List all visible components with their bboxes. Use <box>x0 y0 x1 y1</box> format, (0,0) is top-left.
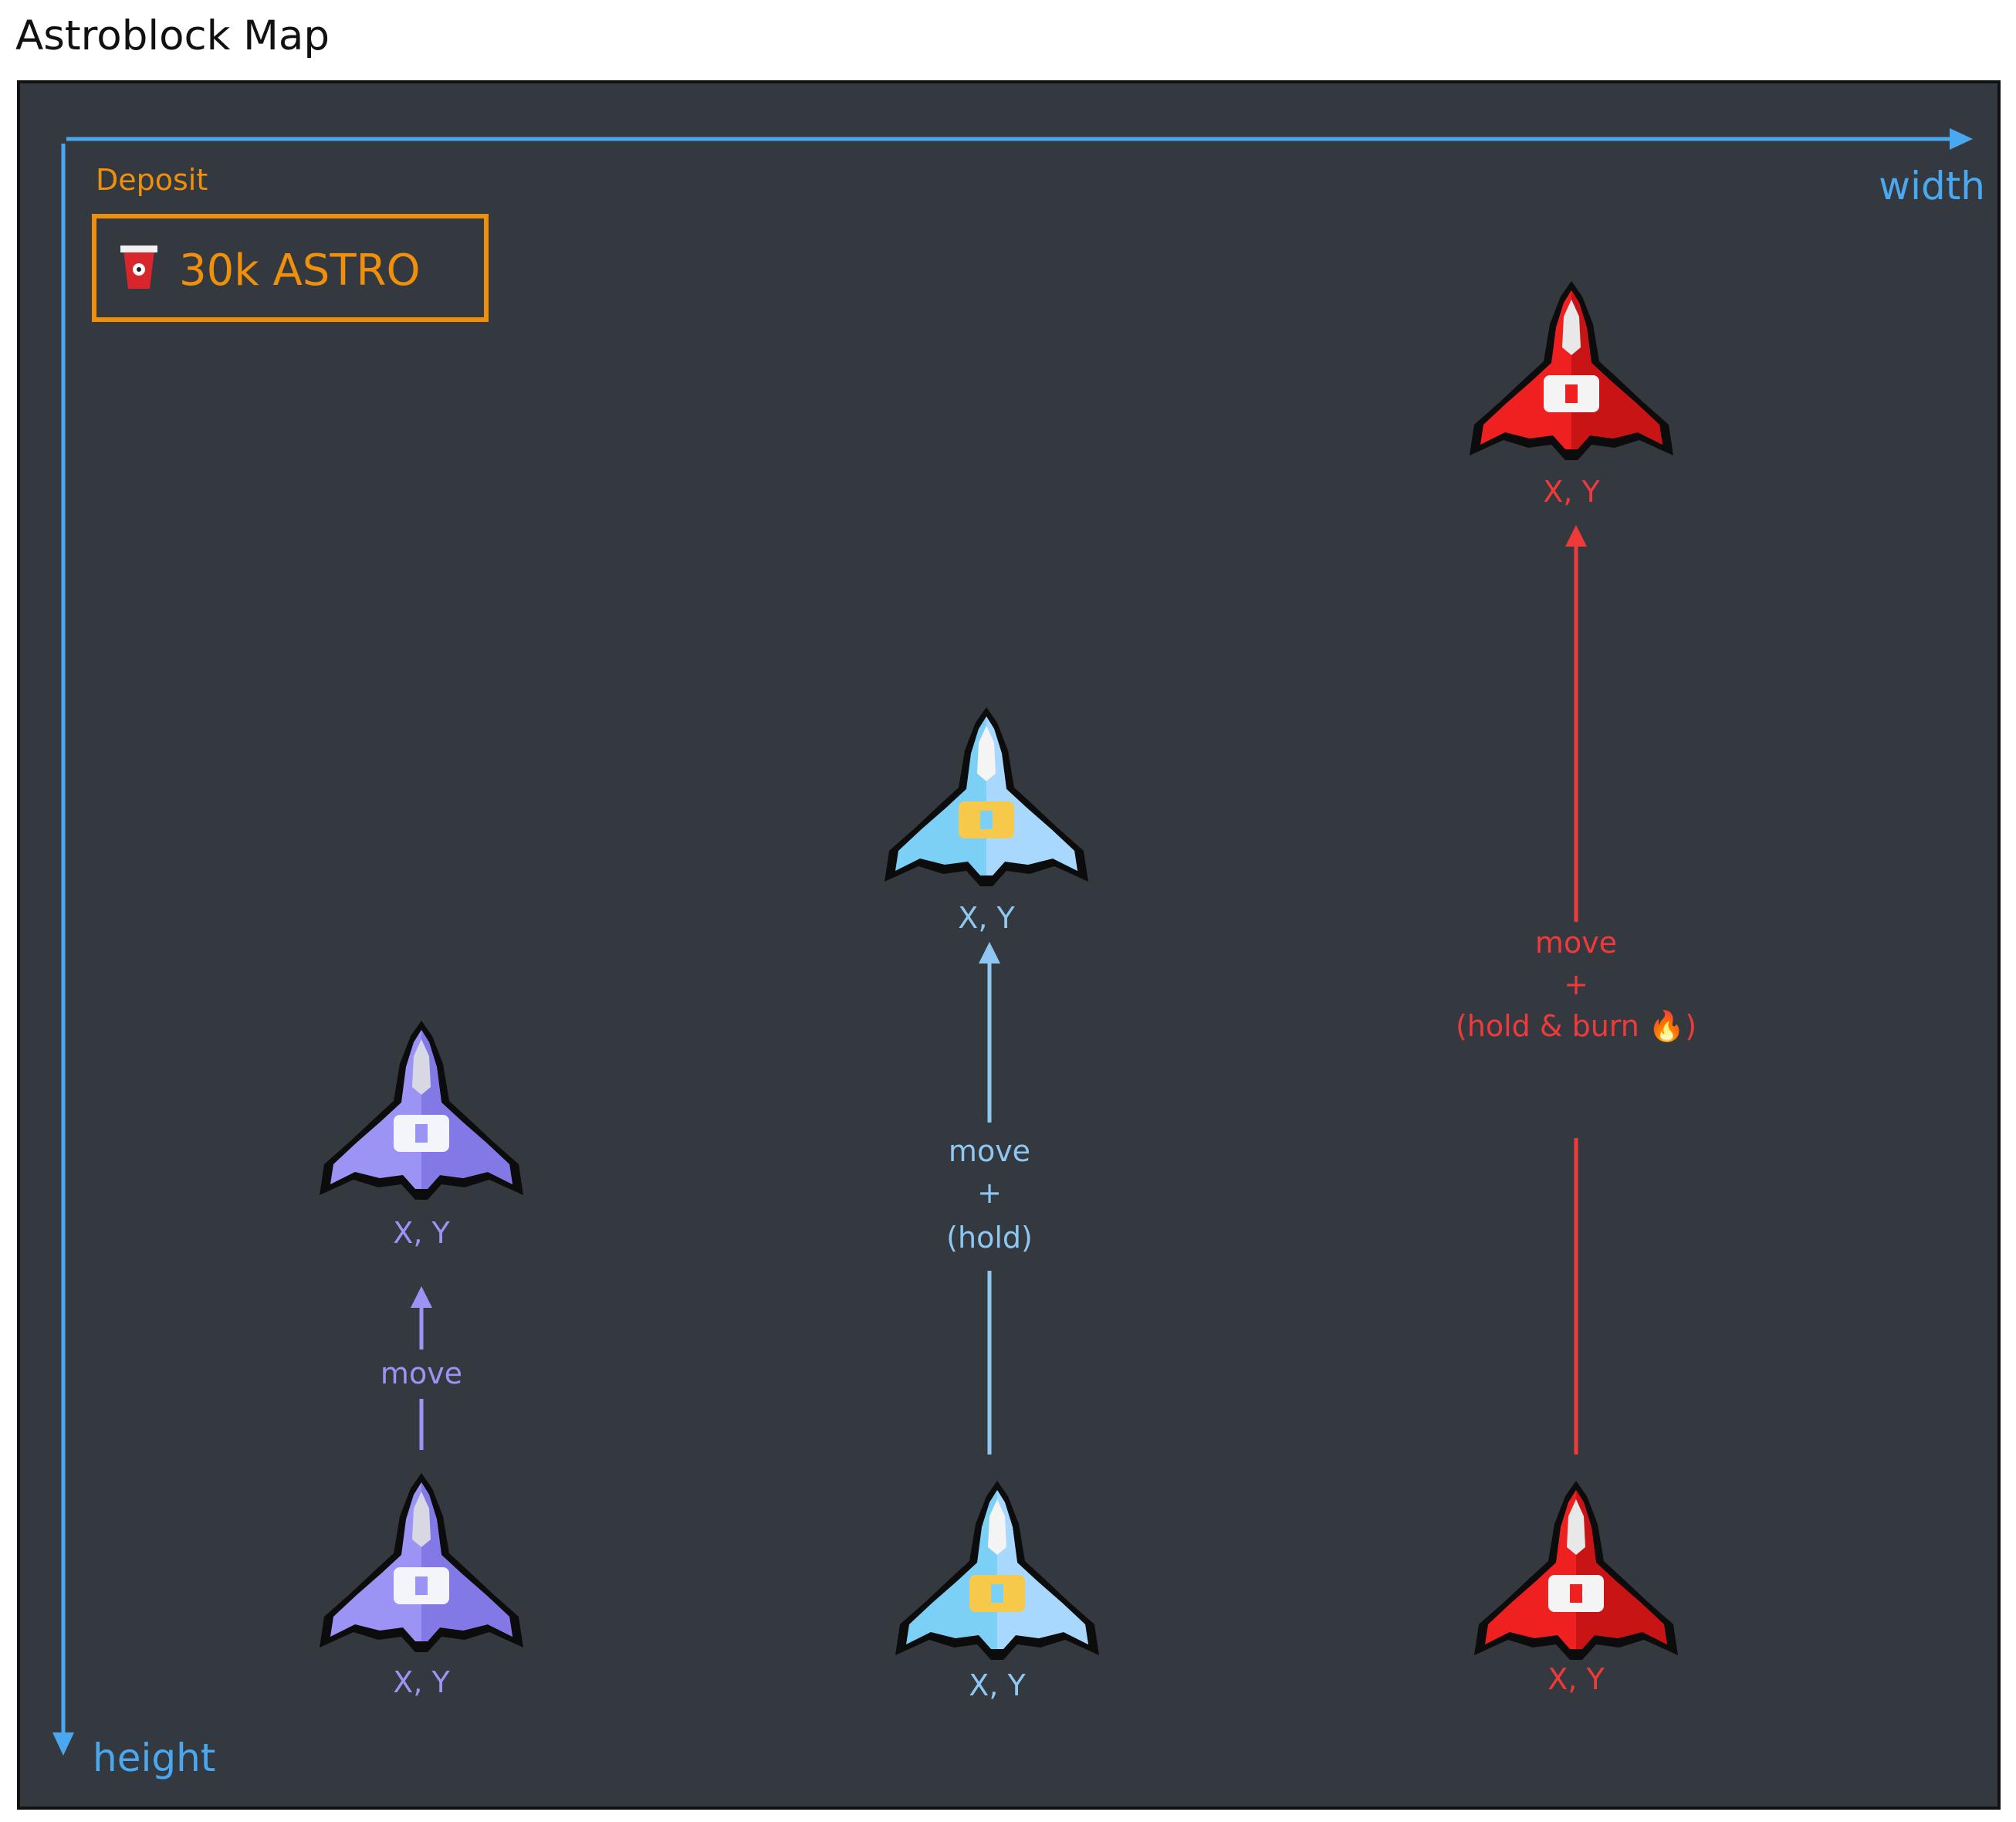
map-board: width height Deposit 30k ASTRO X, Y move… <box>17 80 2001 1810</box>
purple-action-label: move <box>381 1356 462 1390</box>
rainbow-action-label: move <box>949 1134 1030 1168</box>
width-axis-arrow-icon <box>1950 128 1973 150</box>
purple-start-coords: X, Y <box>393 1216 450 1250</box>
rainbow-action-detail: (hold) <box>946 1221 1033 1255</box>
map-diagram: width height Deposit 30k ASTRO X, Y move… <box>52 128 1985 1780</box>
red-action-plus: + <box>1564 967 1588 1001</box>
page-title: Astroblock Map <box>15 12 330 59</box>
red-action-detail: (hold & burn 🔥) <box>1456 1009 1696 1043</box>
red-start-coords: X, Y <box>1543 475 1600 509</box>
width-label: width <box>1879 164 1985 208</box>
purple-ship-icon <box>320 1021 523 1200</box>
rainbow-column: X, Y move + (hold) X, Y <box>885 707 1099 1702</box>
deposit-panel: Deposit 30k ASTRO <box>92 163 489 322</box>
height-label: height <box>93 1736 215 1780</box>
deposit-amount: 30k ASTRO <box>179 246 421 296</box>
purple-arrowhead-icon <box>411 1286 432 1308</box>
height-axis-arrow-icon <box>52 1732 74 1756</box>
rainbow-action-plus: + <box>977 1176 1002 1210</box>
rainbow-ship-icon <box>895 1481 1099 1660</box>
deposit-box <box>92 214 489 322</box>
red-arrowhead-icon <box>1565 525 1587 547</box>
purple-column: X, Y move X, Y <box>320 1021 523 1699</box>
red-action-label: move <box>1535 926 1617 960</box>
red-end-coords: X, Y <box>1548 1662 1605 1696</box>
red-cup-icon <box>120 246 157 289</box>
red-ship-icon <box>1470 281 1673 460</box>
rainbow-start-coords: X, Y <box>958 901 1015 935</box>
axes: width height <box>52 128 1985 1780</box>
rainbow-end-coords: X, Y <box>969 1668 1026 1702</box>
purple-end-coords: X, Y <box>393 1665 450 1699</box>
rainbow-ship-icon <box>885 707 1088 886</box>
red-ship-icon <box>1474 1481 1678 1660</box>
rainbow-arrowhead-icon <box>979 942 1000 963</box>
deposit-label: Deposit <box>96 163 208 197</box>
purple-ship-icon <box>320 1473 523 1652</box>
red-column: X, Y move + (hold & burn 🔥) X, Y <box>1437 281 1715 1696</box>
